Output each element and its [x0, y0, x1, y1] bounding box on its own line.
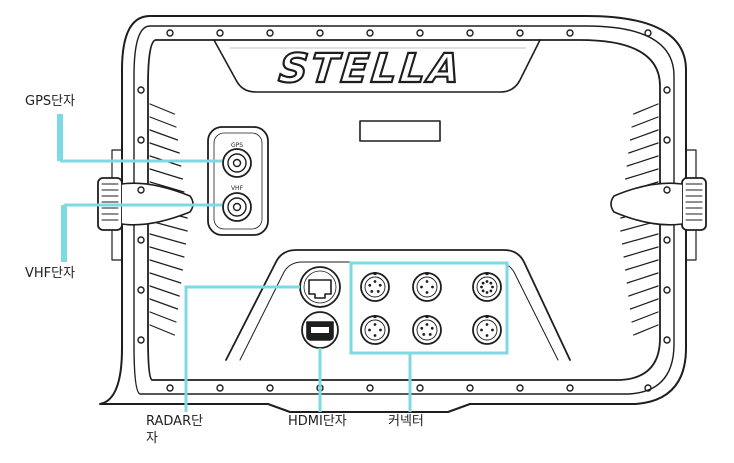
pin-connector-group	[360, 272, 502, 345]
screw-icon	[137, 286, 145, 294]
screw-icon	[663, 136, 671, 144]
radar-port-label: RADAR단 자	[146, 413, 203, 447]
screw-icon	[137, 186, 145, 194]
vhf-port-mark: VHF	[231, 185, 244, 192]
screw-icon	[663, 236, 671, 244]
screw-group	[137, 29, 671, 392]
screw-icon	[466, 384, 474, 392]
left-vent-grille	[149, 103, 188, 336]
screw-icon	[566, 29, 574, 37]
screw-icon	[166, 29, 174, 37]
gps-coax-connector-icon	[222, 148, 252, 178]
screw-icon	[416, 29, 424, 37]
right-side-knob-icon	[610, 177, 707, 231]
screw-icon	[216, 29, 224, 37]
pin-connector-icon	[472, 272, 502, 302]
hdmi-port-icon	[301, 311, 339, 349]
connector-label: 커넥터	[388, 414, 424, 429]
gps-callout	[57, 114, 222, 163]
screw-icon	[663, 186, 671, 194]
radar-callout	[184, 285, 300, 412]
hdmi-port-label: HDMI단자	[288, 414, 347, 429]
screw-icon	[166, 384, 174, 392]
connector-bay	[225, 249, 571, 361]
brand-logo: STELLA	[277, 46, 465, 92]
vhf-callout	[61, 203, 222, 262]
logo-band	[213, 39, 541, 93]
screw-icon	[366, 384, 374, 392]
vhf-port-label: VHF단자	[25, 266, 76, 281]
screw-icon	[316, 29, 324, 37]
screw-icon	[137, 336, 145, 344]
screw-icon	[663, 336, 671, 344]
screw-icon	[216, 384, 224, 392]
screw-icon	[137, 136, 145, 144]
screw-icon	[516, 29, 524, 37]
pin-connector-icon	[472, 315, 502, 345]
screw-icon	[644, 384, 652, 392]
screw-icon	[644, 29, 652, 37]
pin-connector-icon	[360, 315, 390, 345]
connector-callout	[349, 261, 509, 412]
vhf-coax-connector-icon	[222, 192, 252, 222]
label-plate	[359, 120, 441, 142]
antenna-panel	[207, 126, 269, 236]
gps-port-mark: GPS	[231, 142, 243, 149]
screw-icon	[366, 29, 374, 37]
screw-icon	[516, 384, 524, 392]
pin-connector-icon	[360, 272, 390, 302]
screw-icon	[663, 86, 671, 94]
screw-icon	[137, 86, 145, 94]
radar-port-label-line1: RADAR단	[146, 414, 204, 429]
screw-icon	[466, 29, 474, 37]
screw-icon	[566, 384, 574, 392]
gps-port-label: GPS단자	[25, 94, 76, 109]
radar-rj45-port-icon	[299, 266, 341, 308]
screw-icon	[416, 384, 424, 392]
pin-connector-icon	[412, 315, 442, 345]
radar-port-label-line2: 자	[146, 431, 158, 446]
screw-icon	[137, 236, 145, 244]
pin-connector-icon	[412, 272, 442, 302]
screw-icon	[266, 29, 274, 37]
screw-icon	[663, 286, 671, 294]
screw-icon	[266, 384, 274, 392]
